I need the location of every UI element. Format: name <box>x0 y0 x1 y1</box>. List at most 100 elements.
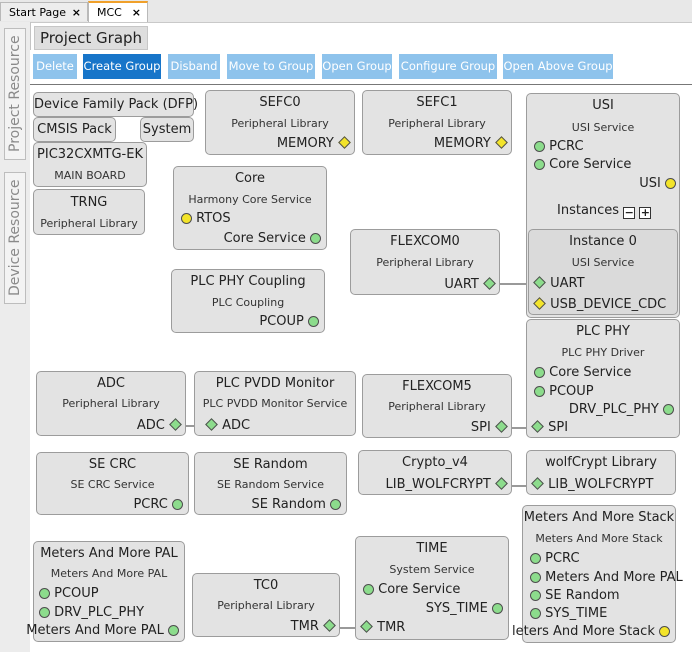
project-graph-canvas[interactable]: Device Family Pack (DFP) CMSIS Pack Syst… <box>26 84 692 653</box>
se-random-port[interactable]: SE Random <box>530 587 620 605</box>
drv-plc-phy-port[interactable]: DRV_PLC_PHY <box>39 604 144 622</box>
adc-node[interactable]: ADC Peripheral Library ADC <box>36 371 186 436</box>
core-service-port[interactable]: Core Service <box>534 364 631 382</box>
port-diamond-icon[interactable] <box>360 620 373 633</box>
rtos-port[interactable]: RTOS <box>181 210 231 228</box>
lib-wolfcrypt-port[interactable]: LIB_WOLFCRYPT <box>531 476 653 494</box>
se-random-port[interactable]: SE Random <box>251 496 341 514</box>
port-circle-icon[interactable] <box>330 499 341 510</box>
memory-port[interactable]: MEMORY <box>277 135 351 153</box>
plus-icon[interactable]: + <box>639 206 652 219</box>
port-circle-icon[interactable] <box>39 607 50 618</box>
system-node[interactable]: System <box>140 117 194 142</box>
port-circle-icon[interactable] <box>308 316 319 327</box>
drv-plc-phy-port[interactable]: DRV_PLC_PHY <box>569 401 674 419</box>
close-icon[interactable]: × <box>71 6 81 19</box>
tab-device-resource[interactable]: Device Resource <box>4 172 26 304</box>
port-diamond-icon[interactable] <box>483 277 496 290</box>
uart-port[interactable]: UART <box>533 275 585 293</box>
open-group-button[interactable]: Open Group <box>322 54 392 79</box>
port-circle-icon[interactable] <box>659 626 670 637</box>
board-node[interactable]: PIC32CXMTG-EK MAIN BOARD <box>33 142 147 187</box>
meters-and-more-stack-node[interactable]: Meters And More Stack Meters And More St… <box>512 505 683 643</box>
uart-port[interactable]: UART <box>444 276 496 294</box>
port-diamond-icon[interactable] <box>531 420 544 433</box>
port-circle-icon[interactable] <box>530 590 541 601</box>
pcoup-port[interactable]: PCOUP <box>534 383 594 401</box>
tab-start-page[interactable]: Start Page × <box>0 2 88 21</box>
usi-port[interactable]: USI <box>639 175 676 193</box>
pcoup-port[interactable]: PCOUP <box>259 313 319 331</box>
meters-and-more-stack-port[interactable]: leters And More Stack <box>512 623 670 641</box>
core-service-port[interactable]: Core Service <box>224 230 321 248</box>
port-circle-icon[interactable] <box>363 584 374 595</box>
core-service-port[interactable]: Core Service <box>534 156 631 174</box>
plc-phy-node[interactable]: PLC PHY PLC PHY Driver Core Service PCOU… <box>526 319 680 438</box>
wolfcrypt-library-node[interactable]: wolfCrypt Library LIB_WOLFCRYPT <box>526 450 676 495</box>
port-circle-icon[interactable] <box>663 404 674 415</box>
lib-wolfcrypt-port[interactable]: LIB_WOLFCRYPT <box>386 476 508 494</box>
configure-group-button[interactable]: Configure Group <box>399 54 497 79</box>
port-circle-icon[interactable] <box>534 367 545 378</box>
open-above-group-button[interactable]: Open Above Group <box>503 54 613 79</box>
memory-port[interactable]: MEMORY <box>434 135 508 153</box>
pcrc-port[interactable]: PCRC <box>534 138 584 156</box>
flexcom5-node[interactable]: FLEXCOM5 Peripheral Library SPI <box>362 374 512 438</box>
port-circle-icon[interactable] <box>530 572 541 583</box>
port-diamond-icon[interactable] <box>323 619 336 632</box>
se-random-node[interactable]: SE Random SE Random Service SE Random <box>194 452 347 515</box>
delete-button[interactable]: Delete <box>33 54 77 79</box>
usb-device-cdc-port[interactable]: USB_DEVICE_CDC <box>533 296 666 314</box>
port-circle-icon[interactable] <box>530 553 541 564</box>
sefc1-node[interactable]: SEFC1 Peripheral Library MEMORY <box>362 90 512 155</box>
close-icon[interactable]: × <box>131 6 141 19</box>
port-diamond-icon[interactable] <box>533 297 546 310</box>
spi-port[interactable]: SPI <box>471 419 508 437</box>
tc0-node[interactable]: TC0 Peripheral Library TMR <box>192 573 340 637</box>
port-circle-icon[interactable] <box>530 608 541 619</box>
adc-port[interactable]: ADC <box>137 417 182 435</box>
port-circle-icon[interactable] <box>492 603 503 614</box>
tab-project-resource[interactable]: Project Resource <box>4 28 26 160</box>
port-diamond-icon[interactable] <box>495 136 508 149</box>
plc-pvdd-monitor-node[interactable]: PLC PVDD Monitor PLC PVDD Monitor Servic… <box>194 371 356 436</box>
port-diamond-icon[interactable] <box>495 477 508 490</box>
port-diamond-icon[interactable] <box>533 276 546 289</box>
tab-mcc[interactable]: MCC × <box>88 1 148 22</box>
core-service-port[interactable]: Core Service <box>363 581 460 599</box>
port-diamond-icon[interactable] <box>338 136 351 149</box>
port-circle-icon[interactable] <box>665 178 676 189</box>
plc-phy-coupling-node[interactable]: PLC PHY Coupling PLC Coupling PCOUP <box>171 269 325 333</box>
minus-icon[interactable]: − <box>623 206 636 219</box>
trng-node[interactable]: TRNG Peripheral Library <box>33 189 145 235</box>
meters-and-more-pal-port[interactable]: Meters And More PAL <box>26 622 179 640</box>
se-crc-node[interactable]: SE CRC SE CRC Service PCRC <box>36 452 189 515</box>
create-group-button[interactable]: Create Group <box>83 54 161 79</box>
flexcom0-node[interactable]: FLEXCOM0 Peripheral Library UART <box>350 229 500 295</box>
time-node[interactable]: TIME System Service Core Service SYS_TIM… <box>355 536 509 640</box>
port-circle-icon[interactable] <box>39 588 50 599</box>
port-circle-icon[interactable] <box>172 499 183 510</box>
cmsis-pack-node[interactable]: CMSIS Pack <box>33 117 116 142</box>
port-diamond-icon[interactable] <box>531 477 544 490</box>
sys-time-port[interactable]: SYS_TIME <box>530 605 607 623</box>
spi-port[interactable]: SPI <box>531 419 568 437</box>
crypto-v4-node[interactable]: Crypto_v4 LIB_WOLFCRYPT <box>358 450 512 495</box>
sys-time-port[interactable]: SYS_TIME <box>426 600 503 618</box>
port-circle-icon[interactable] <box>181 213 192 224</box>
sefc0-node[interactable]: SEFC0 Peripheral Library MEMORY <box>205 90 355 155</box>
port-circle-icon[interactable] <box>310 233 321 244</box>
dfp-node[interactable]: Device Family Pack (DFP) <box>33 92 198 117</box>
port-circle-icon[interactable] <box>534 159 545 170</box>
meters-and-more-pal-port[interactable]: Meters And More PAL <box>530 569 683 587</box>
port-diamond-icon[interactable] <box>495 420 508 433</box>
pcrc-port[interactable]: PCRC <box>530 550 580 568</box>
instance-0-node[interactable]: Instance 0 USI Service UART USB_DEVICE_C… <box>528 229 678 315</box>
pcrc-port[interactable]: PCRC <box>133 496 183 514</box>
tmr-port[interactable]: TMR <box>360 619 405 637</box>
port-diamond-icon[interactable] <box>169 418 182 431</box>
pcoup-port[interactable]: PCOUP <box>39 585 99 603</box>
core-node[interactable]: Core Harmony Core Service RTOS Core Serv… <box>173 166 327 250</box>
disband-button[interactable]: Disband <box>168 54 220 79</box>
port-circle-icon[interactable] <box>534 141 545 152</box>
